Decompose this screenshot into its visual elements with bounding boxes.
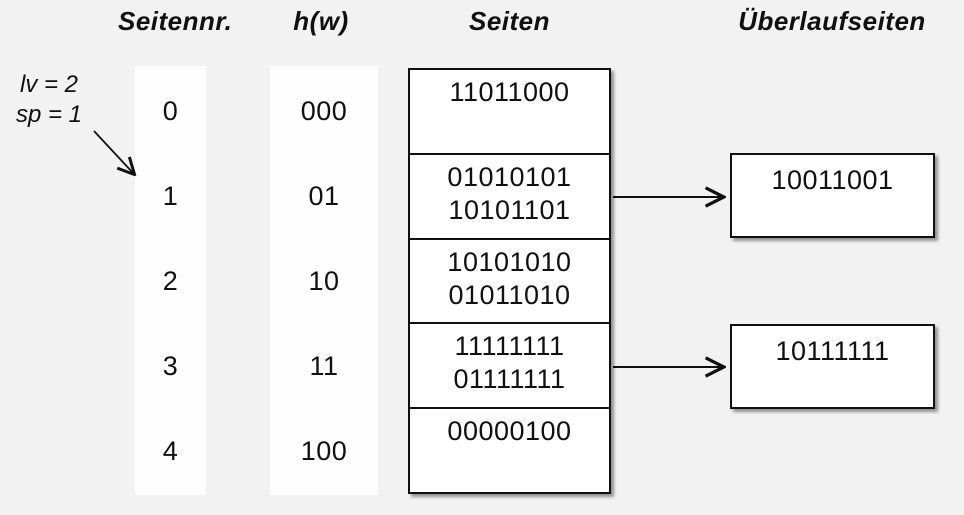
- page-entry: 01010101: [447, 161, 572, 192]
- state-annotation: lv = 2 sp = 1: [4, 70, 94, 130]
- page-entry: 01011010: [448, 279, 571, 310]
- page-cell-2: 10101010 01011010: [410, 237, 609, 323]
- overflow-entry: 10111111: [775, 336, 890, 366]
- page-cell-0: 11011000: [410, 70, 609, 153]
- hw-2: 10: [308, 266, 340, 296]
- seitennr-4: 4: [162, 436, 179, 466]
- page-entry: 11111111: [454, 331, 565, 362]
- hw-0: 000: [300, 96, 348, 126]
- annotation-sp: sp = 1: [15, 101, 83, 128]
- hw-1: 01: [308, 181, 340, 211]
- page-entry: 10101010: [447, 246, 572, 277]
- overflow-box-page-1: 10011001: [730, 153, 935, 238]
- page-cell-3: 11111111 01111111: [410, 322, 609, 407]
- page-entry: 00000100: [447, 416, 572, 447]
- page-entry: 11011000: [449, 77, 570, 107]
- page-entry: 01111111: [453, 364, 566, 395]
- page-cell-4: 00000100: [410, 407, 609, 492]
- seitennr-0: 0: [162, 96, 179, 126]
- annotation-lv: lv = 2: [19, 71, 79, 98]
- page-cell-1: 01010101 10101101: [410, 152, 609, 238]
- hw-4: 100: [300, 436, 348, 466]
- header-ueberlaufseiten: Überlaufseiten: [738, 6, 926, 36]
- seitennr-1: 1: [162, 181, 179, 211]
- page-entry: 10101101: [448, 194, 571, 225]
- header-seitennr: Seitennr.: [118, 6, 233, 36]
- header-hw: h(w): [293, 6, 349, 36]
- seitennr-column-strip: [135, 66, 206, 495]
- seitennr-3: 3: [162, 351, 179, 381]
- overflow-entry: 10011001: [771, 165, 894, 195]
- overflow-box-page-3: 10111111: [730, 324, 935, 409]
- hw-column-strip: [270, 66, 378, 495]
- seitennr-2: 2: [162, 266, 179, 296]
- annotation-arrow: [93, 130, 134, 174]
- hw-3: 11: [309, 351, 339, 381]
- header-seiten: Seiten: [468, 6, 551, 36]
- pages-table: 11011000 01010101 10101101 10101010 0101…: [408, 68, 611, 494]
